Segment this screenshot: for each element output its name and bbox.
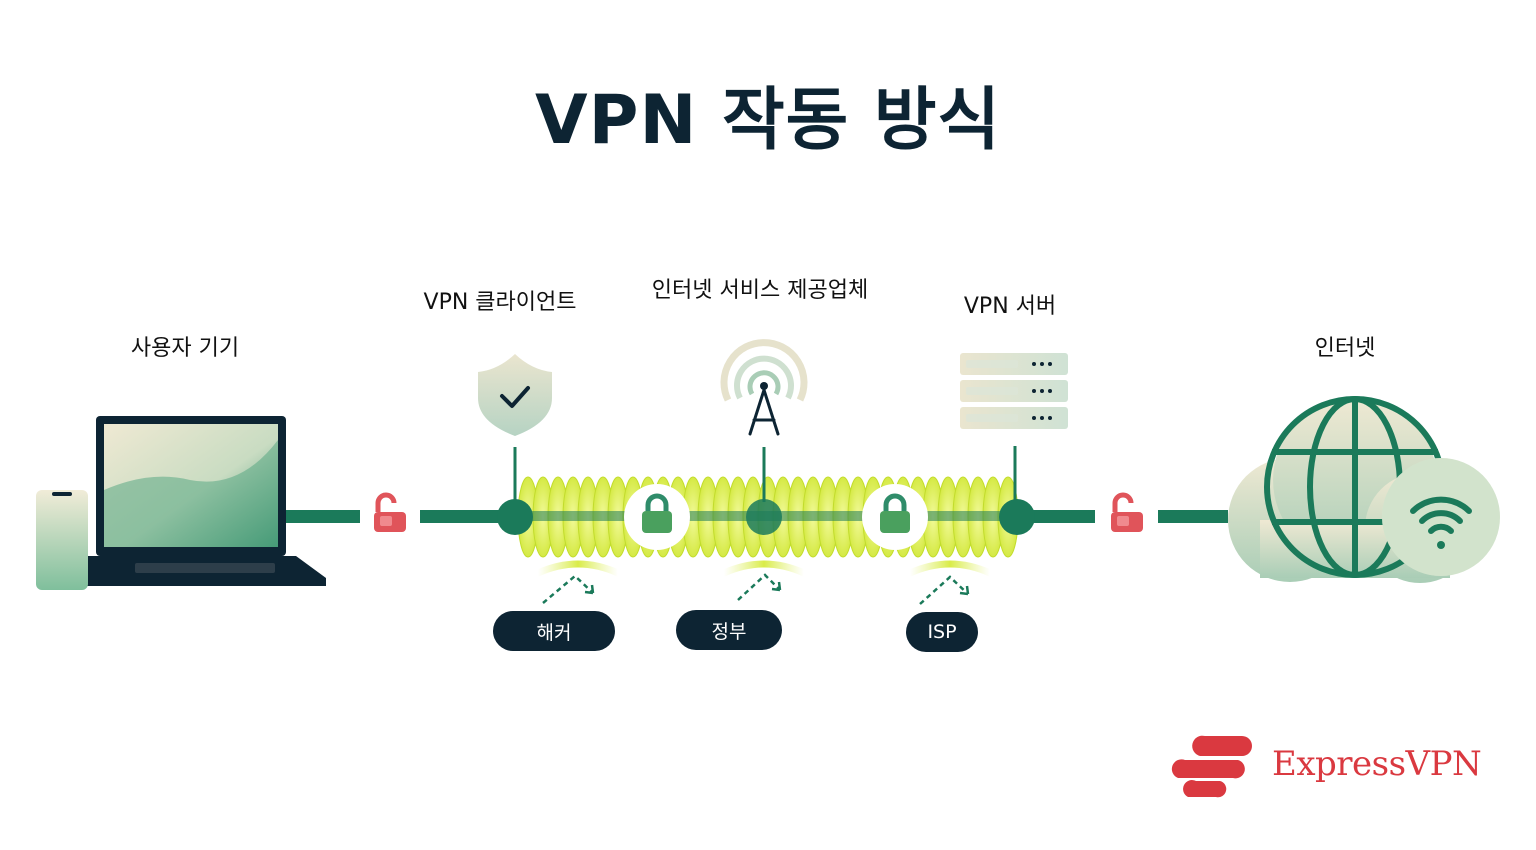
page-title: VPN 작동 방식: [535, 81, 1001, 160]
threat-hacker-deflect: [534, 560, 622, 604]
server-rack-icon: [960, 353, 1068, 429]
label-user-device: 사용자 기기: [130, 336, 240, 361]
unlock-icon: [374, 492, 406, 532]
lock-icon: [862, 484, 928, 550]
label-vpn-client: VPN 클라이언트: [423, 290, 577, 315]
threat-badge-isp: ISP: [906, 612, 978, 652]
label-vpn-server: VPN 서버: [963, 294, 1057, 319]
shield-check-icon: [478, 354, 552, 436]
threat-isp-deflect: [906, 560, 994, 605]
threat-badge-hacker: 해커: [493, 611, 615, 651]
client-node: [497, 499, 533, 535]
unlock-icon: [1111, 492, 1143, 532]
wifi-icon: [1382, 458, 1500, 576]
brand-wordmark: ExpressVPN: [1272, 744, 1482, 784]
lock-icon: [624, 484, 690, 550]
isp-node: [746, 499, 782, 535]
expressvpn-logo-icon: [1171, 735, 1252, 798]
threat-government-deflect: [720, 560, 808, 601]
label-isp: 인터넷 서비스 제공업체: [651, 278, 869, 303]
phone-icon: [36, 490, 88, 590]
antenna-icon: [720, 339, 808, 436]
label-internet: 인터넷: [1314, 336, 1376, 361]
laptop-icon: [56, 416, 326, 586]
server-node: [999, 499, 1035, 535]
threat-badge-government: 정부: [676, 610, 782, 650]
